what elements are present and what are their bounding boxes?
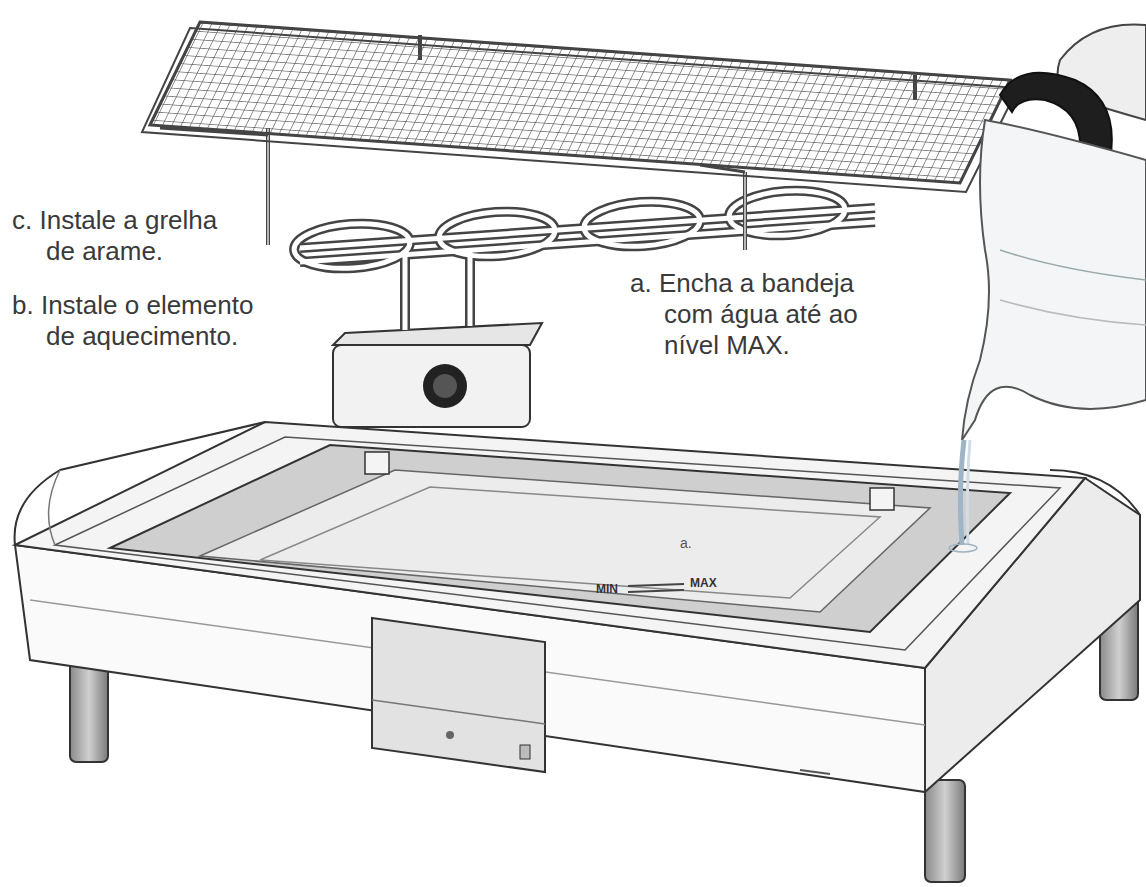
step-label: c. Instale a grelha de arame.	[12, 205, 237, 267]
level-mark: MIN	[596, 582, 618, 596]
step-label: b. Instale o elemento de aquecimento.	[12, 290, 287, 352]
reference-letter: a.	[680, 535, 692, 551]
level-mark: MAX	[690, 576, 717, 590]
step-label: a. Encha a bandeja com água até ao nível…	[630, 268, 880, 361]
